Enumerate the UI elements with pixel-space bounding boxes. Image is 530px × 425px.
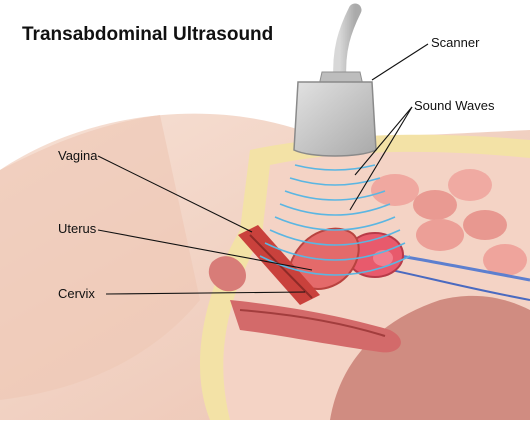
leader-waves-2 [349, 106, 413, 211]
leader-vagina [97, 155, 253, 233]
intestines [371, 169, 527, 276]
label-sound-waves: Sound Waves [414, 98, 495, 113]
label-scanner: Scanner [431, 35, 480, 50]
leader-waves-1 [354, 106, 413, 176]
label-uterus: Uterus [58, 221, 97, 236]
leader-uterus [97, 229, 313, 271]
rectum-inner [239, 309, 386, 337]
diagram-title: Transabdominal Ultrasound [22, 24, 274, 45]
leader-scanner [371, 43, 429, 81]
label-cervix: Cervix [58, 286, 95, 301]
perineum [208, 256, 246, 292]
vaginal-canal [249, 234, 313, 299]
leader-lines [97, 43, 429, 295]
scanner-probe [293, 81, 377, 157]
leader-cervix [105, 291, 306, 295]
probe-cable [333, 3, 362, 87]
label-vagina: Vagina [58, 148, 98, 163]
sacrum [330, 295, 530, 420]
body-shading [0, 115, 200, 400]
